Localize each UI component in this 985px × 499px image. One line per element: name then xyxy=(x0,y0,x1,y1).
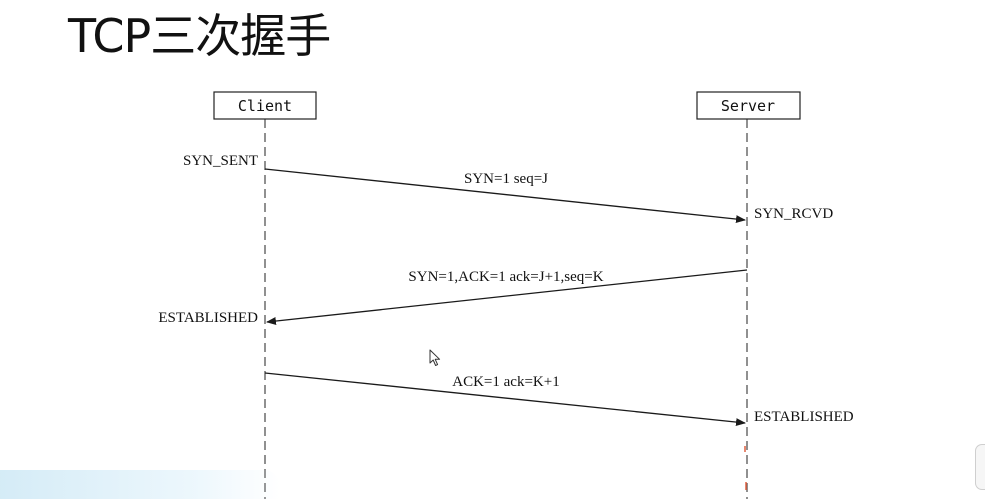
server-label: Server xyxy=(721,97,775,115)
message-arrow-syn-ack xyxy=(266,269,748,326)
state-server-syn-rcvd: SYN_RCVD xyxy=(754,206,833,222)
side-handle[interactable] xyxy=(975,444,985,490)
video-overlay-fade xyxy=(0,470,280,499)
client-label: Client xyxy=(238,97,292,115)
client-box: Client xyxy=(213,91,317,120)
state-client-syn-sent: SYN_SENT xyxy=(183,153,258,169)
message-arrow-ack xyxy=(264,372,746,427)
message-label-ack: ACK=1 ack=K+1 xyxy=(452,374,559,390)
message-label-syn: SYN=1 seq=J xyxy=(464,171,548,187)
server-box: Server xyxy=(696,91,801,120)
message-arrow-syn xyxy=(264,168,746,224)
message-label-syn-ack: SYN=1,ACK=1 ack=J+1,seq=K xyxy=(408,269,603,285)
mouse-pointer-icon xyxy=(429,349,441,366)
state-server-established: ESTABLISHED xyxy=(754,409,854,425)
state-client-established: ESTABLISHED xyxy=(158,310,258,326)
slide-title: TCP三次握手 xyxy=(68,9,331,63)
